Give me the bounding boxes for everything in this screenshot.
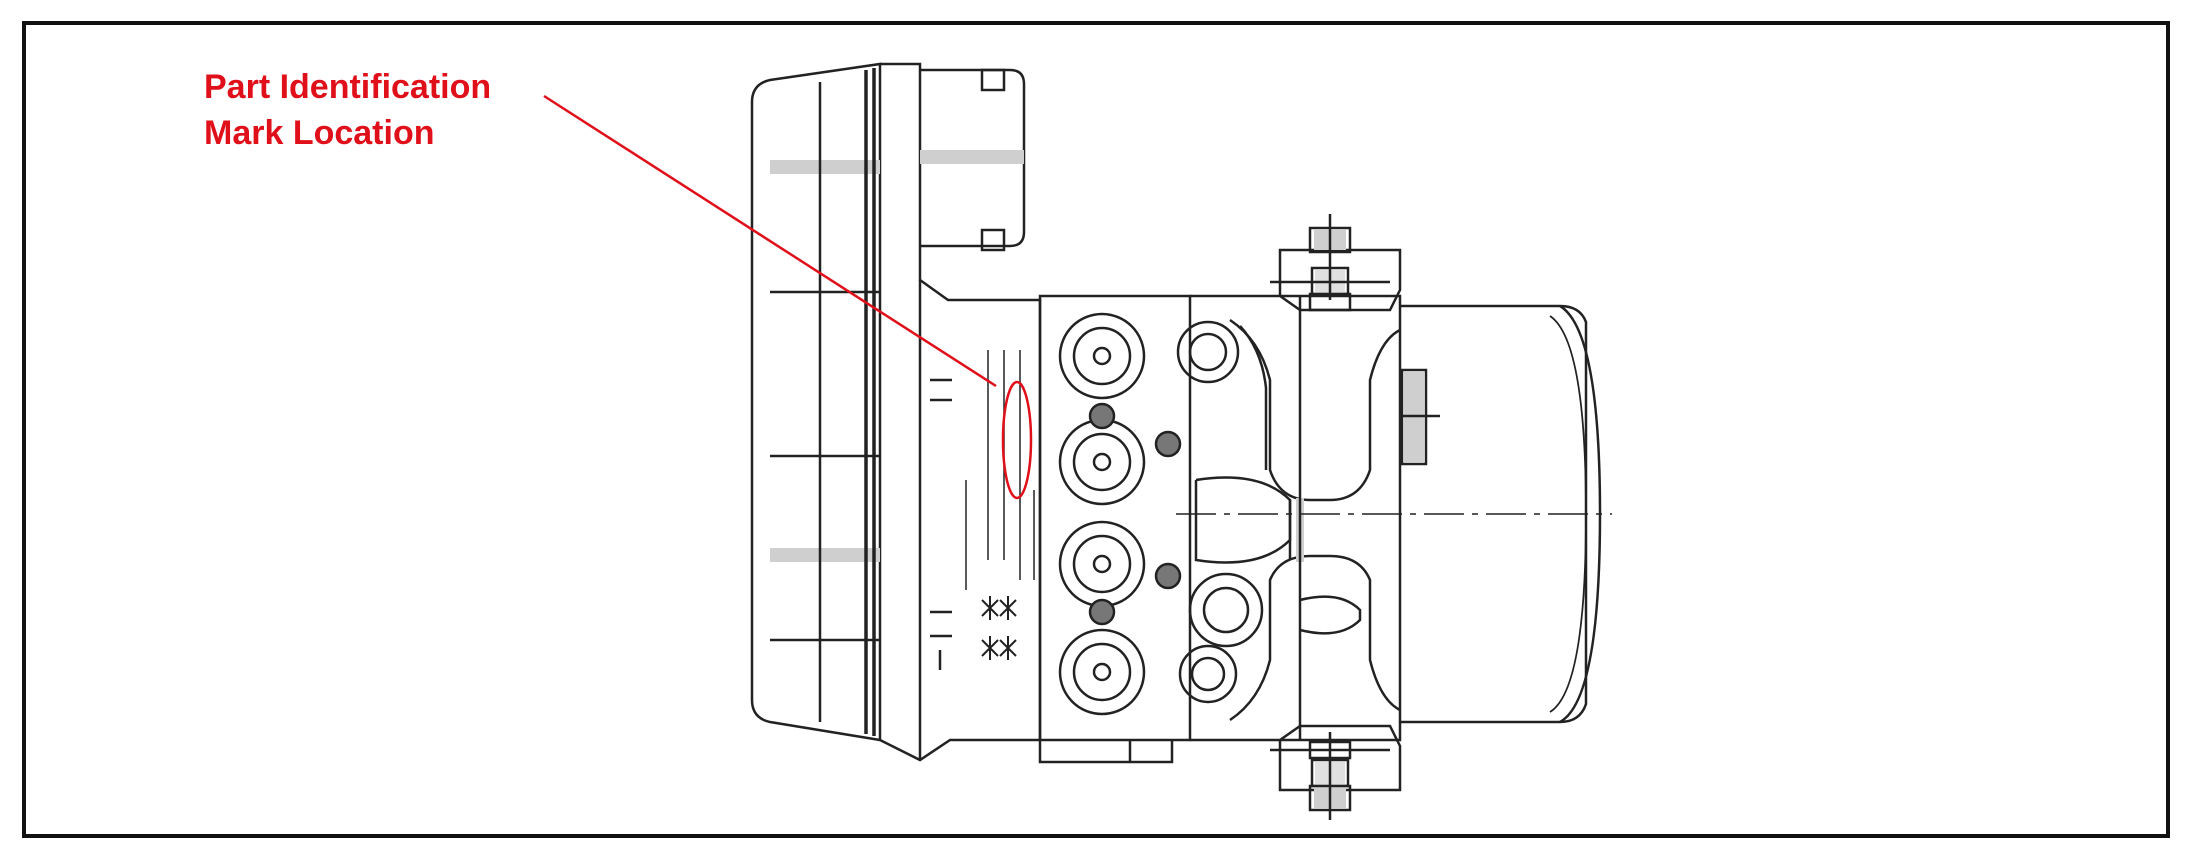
stamp-marks [981, 596, 1017, 660]
callout-leader [543, 94, 1033, 500]
highlight-ellipse [1001, 380, 1033, 500]
callout-label-line2: Mark Location [204, 114, 435, 152]
valve-body [965, 294, 1264, 764]
diagram-frame [22, 21, 2170, 838]
top-bolt [1270, 214, 1390, 312]
left-bracket [750, 62, 882, 742]
motor [1176, 304, 1612, 724]
connector [879, 62, 1042, 762]
bottom-bolt [1270, 732, 1390, 820]
stamped-part-numbers [965, 350, 1035, 590]
valve-ports [1058, 312, 1264, 716]
side-bolt [1400, 368, 1440, 466]
pump-housing [1190, 248, 1402, 792]
callout-label-line1: Part Identification [204, 68, 492, 106]
